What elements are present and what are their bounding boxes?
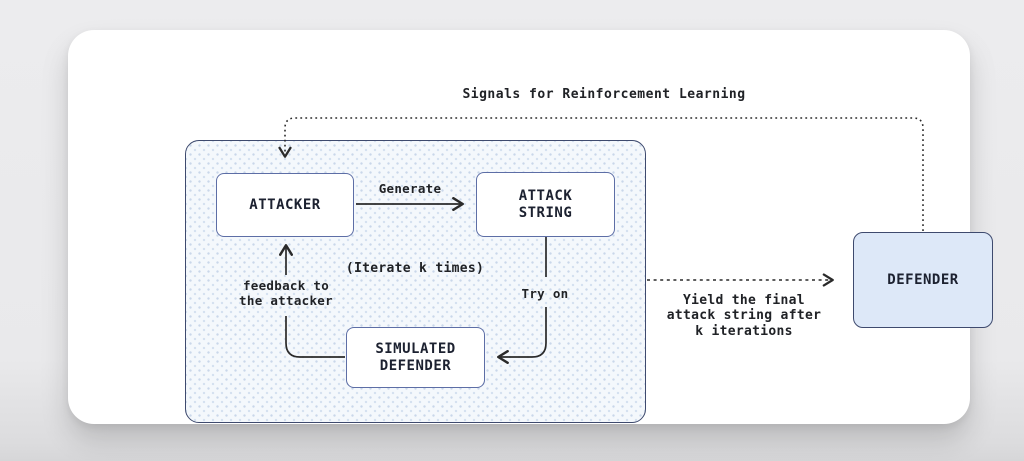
node-attack-string-label: ATTACK STRING: [518, 187, 573, 221]
node-defender: DEFENDER: [853, 232, 993, 328]
node-simulated-defender: SIMULATED DEFENDER: [346, 327, 485, 388]
diagram-title: Signals for Reinforcement Learning: [462, 87, 746, 102]
node-attacker: ATTACKER: [216, 173, 354, 237]
diagram-card: Signals for Reinforcement Learning: [68, 30, 993, 424]
iterate-k-times-label: (Iterate k times): [345, 261, 485, 276]
node-attack-string: ATTACK STRING: [476, 172, 615, 237]
node-defender-label: DEFENDER: [887, 271, 959, 288]
node-attacker-label: ATTACKER: [249, 196, 321, 213]
try-on-edge-label: Try on: [521, 286, 569, 301]
node-simulated-defender-label: SIMULATED DEFENDER: [375, 340, 456, 374]
yield-edge-label: Yield the final attack string after k it…: [666, 293, 822, 339]
generate-edge-label: Generate: [378, 181, 442, 196]
feedback-edge-label: feedback to the attacker: [239, 278, 333, 308]
